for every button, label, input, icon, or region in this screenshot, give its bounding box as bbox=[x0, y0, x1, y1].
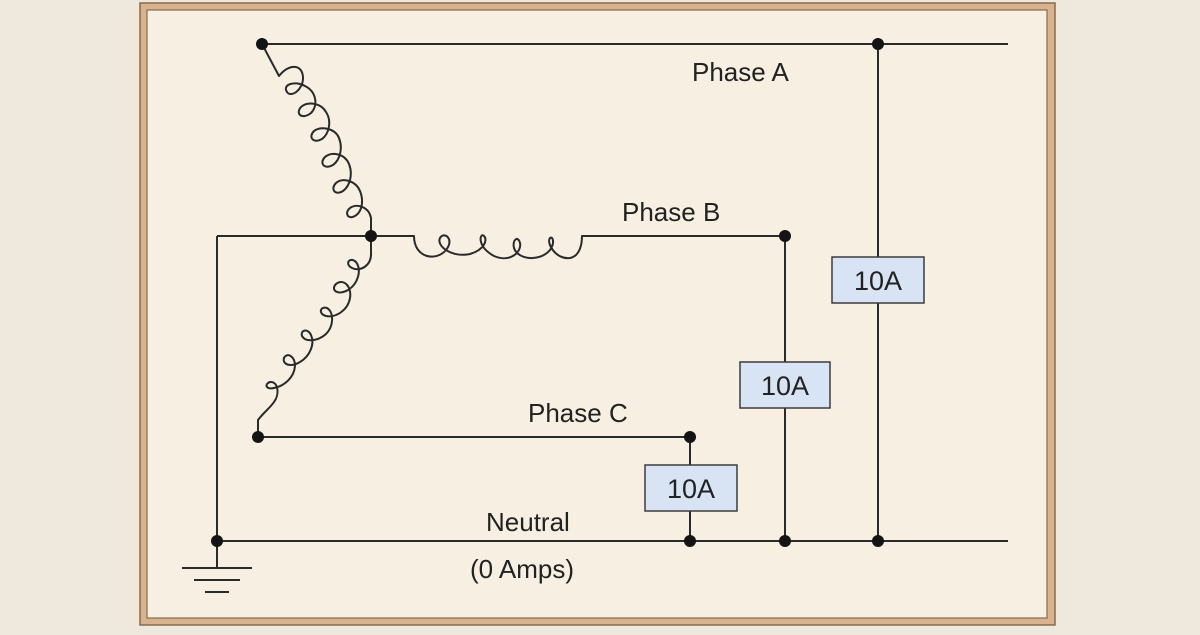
node-neutral-c bbox=[684, 535, 696, 547]
node-neutral-a bbox=[872, 535, 884, 547]
neutral-label: Neutral bbox=[486, 507, 570, 537]
meter-phase-c-reading: 10A bbox=[667, 474, 715, 504]
node-phase-a-load bbox=[872, 38, 884, 50]
frame-inner bbox=[146, 9, 1048, 619]
meter-phase-b-reading: 10A bbox=[761, 371, 809, 401]
phase-b-label: Phase B bbox=[622, 197, 720, 227]
node-phase-c-source bbox=[252, 431, 264, 443]
node-phase-b-load bbox=[779, 230, 791, 242]
node-phase-a-source bbox=[256, 38, 268, 50]
meter-phase-c: 10A bbox=[644, 464, 738, 512]
phase-a-label: Phase A bbox=[692, 57, 790, 87]
node-phase-c-load bbox=[684, 431, 696, 443]
ground-symbol-icon bbox=[182, 567, 252, 593]
meter-phase-a: 10A bbox=[831, 256, 925, 304]
inductor-coil-icon-b bbox=[413, 234, 583, 260]
node-neutral-b bbox=[779, 535, 791, 547]
node-star-point bbox=[365, 230, 377, 242]
meter-phase-b: 10A bbox=[739, 361, 831, 409]
neutral-current-label: (0 Amps) bbox=[470, 554, 574, 584]
meter-phase-a-reading: 10A bbox=[854, 266, 902, 296]
phase-c-label: Phase C bbox=[528, 398, 628, 428]
node-neutral-ground bbox=[211, 535, 223, 547]
